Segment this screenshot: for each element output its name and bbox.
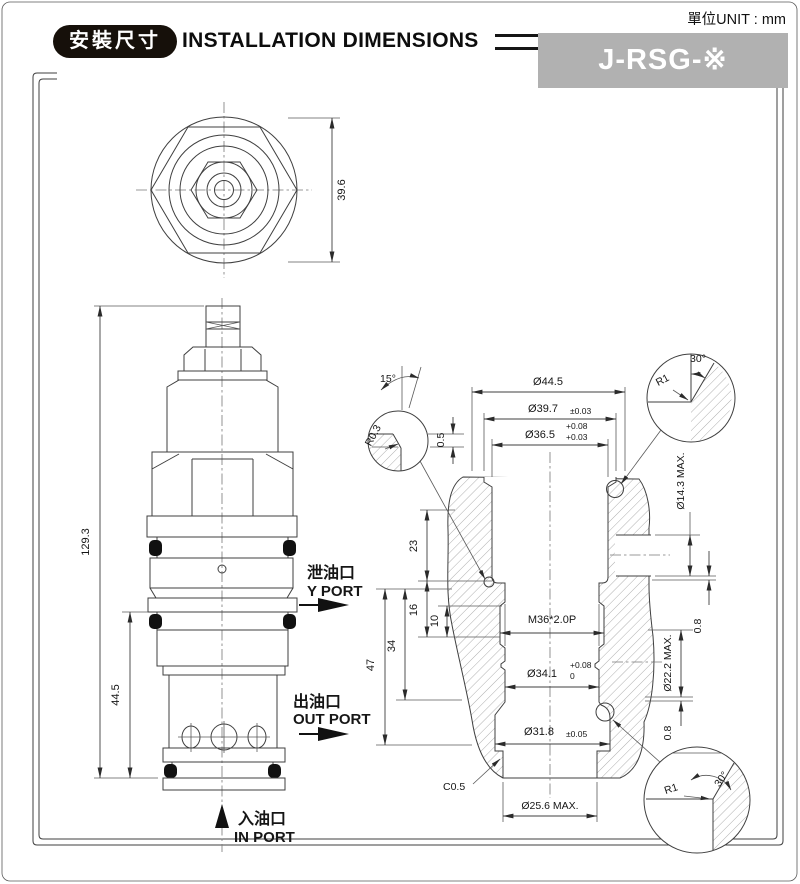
dim-0-8-upper: 0.8 bbox=[692, 619, 704, 634]
dim-39-7: Ø39.7 bbox=[528, 403, 558, 415]
o-ring bbox=[149, 614, 162, 629]
o-ring bbox=[283, 614, 296, 629]
dim-34: 34 bbox=[386, 640, 398, 652]
dim-31-8: Ø31.8 bbox=[524, 726, 554, 738]
dim-47: 47 bbox=[365, 659, 377, 671]
title-badge-zh: 安裝尺寸 bbox=[53, 25, 177, 58]
dim-angle-15: 15° bbox=[380, 373, 396, 385]
dim-39-6: 39.6 bbox=[336, 179, 348, 200]
dim-34-1-tol-u: +0.08 bbox=[570, 660, 592, 670]
dim-22-2: Ø22.2 MAX. bbox=[662, 634, 674, 691]
dim-36-5-tol-l: +0.03 bbox=[566, 432, 588, 442]
section-bore-dims: M36*2.0P Ø34.1 +0.08 0 Ø31.8 ±0.05 Ø25.6… bbox=[443, 614, 611, 822]
dim-c0-5: C0.5 bbox=[443, 781, 465, 793]
dim-10: 10 bbox=[429, 615, 441, 627]
top-view: 39.6 bbox=[136, 102, 348, 278]
in-port-label-zh: 入油口 bbox=[238, 809, 286, 828]
y-port-arrow-icon bbox=[318, 598, 349, 612]
page-title: INSTALLATION DIMENSIONS bbox=[182, 29, 479, 52]
dim-16: 16 bbox=[408, 604, 420, 616]
side-view: 129.3 44.5 泄油口 Y PORT 出油口 OUT PORT 入油口 I… bbox=[80, 298, 371, 852]
dim-39-7-tol: ±0.03 bbox=[570, 406, 591, 416]
dim-25-6: Ø25.6 MAX. bbox=[521, 800, 578, 812]
o-ring bbox=[164, 764, 177, 778]
dim-0-8-lower: 0.8 bbox=[662, 726, 674, 741]
dim-44-5: Ø44.5 bbox=[533, 376, 563, 388]
detail-marker-shoulder bbox=[483, 576, 495, 588]
out-port-arrow-icon bbox=[318, 727, 349, 741]
o-ring bbox=[283, 540, 296, 556]
dim-129-3: 129.3 bbox=[80, 528, 92, 556]
section-left-dims: 23 16 10 34 47 bbox=[365, 509, 502, 746]
y-port-label-en: Y PORT bbox=[307, 583, 363, 600]
y-port-hole bbox=[217, 564, 227, 574]
title-rule bbox=[495, 34, 539, 50]
out-port-label-zh: 出油口 bbox=[293, 692, 341, 711]
port-labels: 泄油口 Y PORT 出油口 OUT PORT 入油口 IN PORT bbox=[215, 563, 371, 846]
detail-circle-bottom-right: R1 30° bbox=[643, 746, 751, 854]
dim-r1-top: R1 bbox=[654, 372, 672, 389]
detail-circle-r03: 15° R0.3 0.5 bbox=[363, 366, 464, 472]
dim-14-3: Ø14.3 MAX. bbox=[675, 452, 687, 509]
dim-44-5: 44.5 bbox=[110, 684, 122, 705]
side-view-dims: 129.3 44.5 bbox=[80, 305, 204, 779]
detail-circle-top-right: 30° R1 bbox=[646, 353, 736, 443]
dim-36-5-tol-u: +0.08 bbox=[566, 421, 588, 431]
top-view-dim-39-6: 39.6 bbox=[288, 117, 348, 263]
dim-31-8-tol: ±0.05 bbox=[566, 729, 587, 739]
section-right-dims: Ø14.3 MAX. 0.8 Ø22.2 MAX. 0.8 bbox=[645, 452, 716, 740]
dim-angle-30-top: 30° bbox=[690, 353, 706, 365]
dim-thread: M36*2.0P bbox=[528, 614, 576, 626]
detail-marker-bottom-corner bbox=[595, 702, 615, 722]
dim-34-1-tol-l: 0 bbox=[570, 671, 575, 681]
unit-label: 單位UNIT : mm bbox=[687, 12, 786, 28]
in-port-label-en: IN PORT bbox=[234, 829, 295, 846]
section-view: Ø44.5 Ø39.7 ±0.03 Ø36.5 +0.08 +0.03 bbox=[363, 353, 751, 854]
in-port-arrow-icon bbox=[215, 804, 229, 828]
o-ring bbox=[268, 764, 281, 778]
y-port-label-zh: 泄油口 bbox=[307, 563, 355, 582]
dim-34-1: Ø34.1 bbox=[527, 668, 557, 680]
detail-marker-top-corner bbox=[606, 480, 624, 498]
o-ring bbox=[149, 540, 162, 556]
dim-0-5: 0.5 bbox=[435, 433, 447, 448]
section-top-dims: Ø44.5 Ø39.7 ±0.03 Ø36.5 +0.08 +0.03 bbox=[471, 376, 626, 477]
dim-23: 23 bbox=[408, 540, 420, 552]
dim-r1-bottom: R1 bbox=[663, 781, 680, 797]
dim-36-5: Ø36.5 bbox=[525, 429, 555, 441]
out-port-label-en: OUT PORT bbox=[293, 711, 371, 728]
model-banner: J-RSG-※ bbox=[538, 33, 788, 88]
